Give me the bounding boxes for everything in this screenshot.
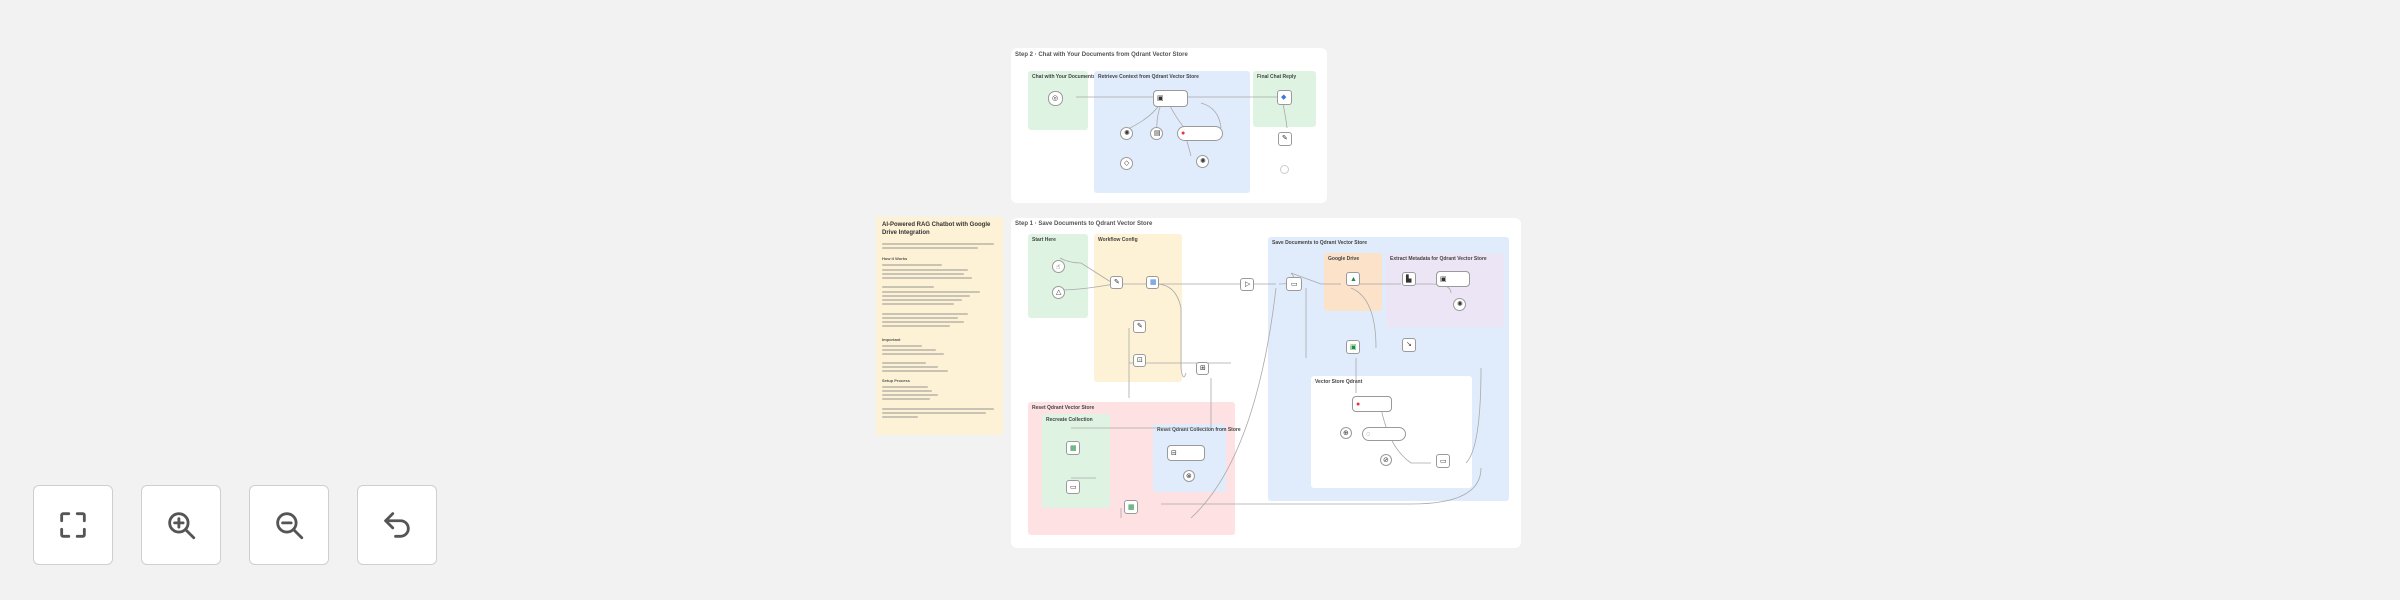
file-icon: ▦ bbox=[1150, 279, 1157, 286]
note-heading-1: How it Works bbox=[882, 256, 908, 261]
drive-file-node[interactable]: ▣ bbox=[1346, 340, 1360, 354]
drive-icon: ▲ bbox=[1350, 276, 1357, 283]
zoom-out-button[interactable] bbox=[249, 485, 329, 565]
qdrant-collection-icon: ▦ bbox=[1070, 445, 1077, 452]
zoom-out-icon bbox=[276, 512, 304, 540]
done-node[interactable]: ▭ bbox=[1436, 454, 1450, 468]
qdrant-icon: ⊟ bbox=[1171, 450, 1177, 457]
qdrant-insert-node[interactable]: ● bbox=[1352, 396, 1392, 412]
rerank-icon: ✺ bbox=[1200, 158, 1206, 165]
final-reply-node[interactable]: ◆ bbox=[1277, 90, 1292, 105]
sticky-chat[interactable]: Chat with Your Documents bbox=[1028, 71, 1095, 130]
model-icon: ✺ bbox=[1124, 130, 1130, 137]
sticky-extract-metadata[interactable]: Extract Metadata for Qdrant Vector Store bbox=[1386, 253, 1504, 327]
reply-output-node[interactable] bbox=[1280, 165, 1289, 174]
table-icon: ▭ bbox=[1440, 458, 1447, 465]
pointer-icon: ☝ bbox=[1056, 264, 1061, 271]
trash-icon: ▭ bbox=[1070, 484, 1077, 491]
warning-icon: △ bbox=[1056, 289, 1062, 296]
step1-connections bbox=[1059, 257, 1482, 519]
vector-tool-node[interactable]: ● bbox=[1177, 126, 1223, 141]
reset-zoom-button[interactable] bbox=[357, 485, 437, 565]
set-config-node[interactable]: ✎ bbox=[1110, 276, 1123, 289]
model-icon: ✺ bbox=[1457, 301, 1463, 308]
step1-title: Step 1 · Save Documents to Qdrant Vector… bbox=[1015, 221, 1153, 227]
undo-icon bbox=[384, 512, 410, 538]
zoom-in-button[interactable] bbox=[141, 485, 221, 565]
delete-collection-node[interactable]: ▭ bbox=[1066, 480, 1080, 494]
split-batches-node[interactable]: ▭ bbox=[1286, 277, 1302, 291]
google-drive-download-node[interactable]: ▲ bbox=[1346, 272, 1360, 286]
step2-connections bbox=[1076, 96, 1288, 157]
ai-agent-node[interactable]: ▣ bbox=[1153, 90, 1188, 107]
document-loader-node[interactable]: ◌ bbox=[1362, 427, 1406, 441]
embeddings-icon: ⊕ bbox=[1343, 430, 1349, 437]
code-icon: ⊡ bbox=[1137, 357, 1143, 364]
table-icon: ▭ bbox=[1291, 281, 1298, 288]
zoom-in-icon bbox=[168, 512, 196, 540]
qdrant-icon: ● bbox=[1181, 130, 1186, 137]
qdrant-reset-node[interactable]: ⊟ bbox=[1167, 445, 1205, 461]
pencil-icon: ✎ bbox=[1282, 135, 1288, 142]
chat-trigger-node[interactable]: ◎ bbox=[1048, 91, 1063, 106]
manual-trigger-node[interactable]: ☝ bbox=[1052, 260, 1065, 273]
embeddings-icon: ◇ bbox=[1124, 160, 1130, 167]
memory-node[interactable]: ▤ bbox=[1150, 127, 1163, 140]
reply-icon: ◆ bbox=[1281, 94, 1287, 101]
splitter-icon: ⊘ bbox=[1383, 457, 1389, 464]
store-icon: ▦ bbox=[1128, 504, 1135, 511]
doc-icon: ▙ bbox=[1406, 276, 1412, 283]
fit-view-icon bbox=[60, 512, 86, 538]
robot-icon: ▣ bbox=[1157, 95, 1164, 102]
drive-folder-node[interactable]: ▦ bbox=[1146, 276, 1159, 289]
extract-text-node[interactable]: ▙ bbox=[1402, 272, 1416, 286]
metadata-extractor-node[interactable]: ▣ bbox=[1436, 271, 1470, 287]
metadata-model-node[interactable]: ✺ bbox=[1453, 298, 1466, 311]
qdrant-icon: ● bbox=[1356, 401, 1361, 408]
note-heading-2: Important bbox=[882, 337, 901, 342]
text-splitter-node[interactable]: ⊘ bbox=[1380, 454, 1392, 466]
note-title: AI-Powered RAG Chatbot with Google Drive… bbox=[882, 222, 991, 236]
recreate-collection-node[interactable]: ▦ bbox=[1066, 441, 1080, 455]
reranker-node[interactable]: ✺ bbox=[1196, 155, 1209, 168]
arrow-icon: ↘ bbox=[1406, 341, 1412, 348]
pencil-icon: ✎ bbox=[1137, 323, 1143, 330]
sticky-start-here[interactable]: Start Here bbox=[1028, 234, 1088, 318]
qdrant-embeddings-node[interactable]: ⊗ bbox=[1183, 470, 1195, 482]
form-trigger-node[interactable]: △ bbox=[1052, 286, 1065, 299]
overview-note[interactable]: AI-Powered RAG Chatbot with Google Drive… bbox=[876, 217, 1003, 435]
wait-node[interactable]: ↘ bbox=[1402, 338, 1416, 352]
robot-icon: ▣ bbox=[1440, 276, 1447, 283]
merge-icon: ⊞ bbox=[1200, 365, 1206, 372]
loader-icon: ◌ bbox=[1366, 431, 1371, 438]
embeddings-insert-node[interactable]: ⊕ bbox=[1340, 427, 1352, 439]
edit-reply-node[interactable]: ✎ bbox=[1278, 132, 1292, 146]
set-fields-node[interactable]: ✎ bbox=[1133, 320, 1146, 333]
pencil-icon: ✎ bbox=[1114, 279, 1120, 286]
step2-title: Step 2 · Chat with Your Documents from Q… bbox=[1015, 52, 1188, 58]
memory-icon: ▤ bbox=[1154, 130, 1161, 137]
embeddings-node[interactable]: ◇ bbox=[1120, 157, 1133, 170]
merge-node[interactable]: ⊞ bbox=[1196, 362, 1209, 375]
note-heading-3: Setup Process bbox=[882, 378, 910, 383]
code-node[interactable]: ⊡ bbox=[1133, 354, 1146, 367]
clear-store-node[interactable]: ▦ bbox=[1124, 500, 1138, 514]
embeddings-icon: ⊗ bbox=[1186, 473, 1192, 480]
play-icon: ▷ bbox=[1245, 281, 1251, 288]
loop-node[interactable]: ▷ bbox=[1240, 278, 1254, 291]
drive-file-icon: ▣ bbox=[1350, 344, 1357, 351]
chat-icon: ◎ bbox=[1052, 95, 1059, 102]
fit-view-button[interactable] bbox=[33, 485, 113, 565]
chat-model-node[interactable]: ✺ bbox=[1120, 127, 1133, 140]
